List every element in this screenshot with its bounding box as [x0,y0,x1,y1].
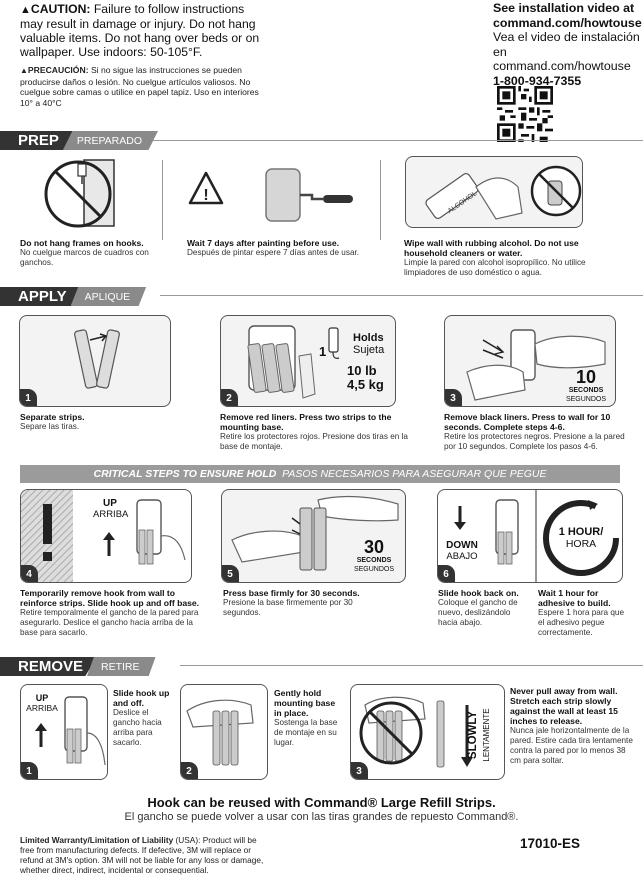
step-number: 1 [20,389,37,406]
prep-col-divider-1 [162,160,163,240]
prep-section-header: PREP PREPARADO [0,131,159,150]
press-to-wall-icon [466,329,606,401]
prep-divider [150,140,643,141]
remove-title: REMOVE [0,657,98,676]
no-pull-icon [359,701,423,765]
step-number: 2 [181,762,198,779]
remove-up-label: UP ARRIBA [26,693,58,713]
critical-caption-4: Temporarily remove hook from wall to rei… [20,588,200,637]
step-number: 5 [222,565,239,582]
warning-triangle-icon: ▲ [20,66,28,75]
phone-number: 1-800-934-7355 [493,73,582,88]
prep-caption-1: Do not hang frames on hooks. No cuelgue … [20,238,149,267]
apply-step-3-panel: 10 SECONDS SEGUNDOS 3 [444,315,616,407]
critical-step-6-panel: DOWN ABAJO 1 HOUR/ HORA 6 [437,489,623,583]
warning-triangle-icon: ▲ [20,4,31,16]
arrow-down-icon [454,522,466,530]
no-frames-icon [44,159,115,228]
caution-block: ▲CAUTION: Failure to follow instructions… [20,2,270,108]
press-base-icon [231,495,399,571]
remove-step-2-panel: 2 [180,684,268,780]
prep-alcohol-illustration: ALCOHOL [405,156,583,228]
weight-label: 10 lb 4,5 kg [347,363,384,392]
step-number: 6 [438,565,455,582]
apply-section-header: APPLY APLIQUE [0,287,147,306]
apply-step-2-panel: 1 Holds Sujeta 10 lb 4,5 kg 2 [220,315,396,407]
slowly-label: SLOWLY LENTAMENTE [467,708,491,762]
critical-caption-5: Press base firmly for 30 seconds. Presio… [223,588,360,617]
separate-strips-icon [74,329,120,389]
prep-subtitle: PREPARADO [62,131,159,150]
hold-base-icon [186,699,254,766]
remove-caption-3: Never pull away from wall. Stretch each … [510,686,633,765]
up-label: UP ARRIBA [93,498,129,520]
step-number: 2 [221,389,238,406]
clock-icon [543,500,619,576]
remove-divider [180,665,643,666]
seconds-30-label: 30 SECONDS SEGUNDOS [353,537,395,573]
remove-subtitle: RETIRE [87,657,156,676]
reuse-note: Hook can be reused with Command® Large R… [124,795,519,823]
arrow-up-icon [35,723,47,731]
critical-caption-6: Slide hook back on. Coloque el gancho de… [438,588,519,627]
video-line-es: Vea el video de instalación [493,30,640,45]
critical-steps-banner: CRITICAL STEPS TO ENSURE HOLD PASOS NECE… [20,465,620,483]
prep-painting-illustration: ! [188,165,358,225]
caution-es: ▲PRECAUCIÓN: Si no sigue las instruccion… [20,65,259,108]
prep-title: PREP [0,131,73,150]
arrow-down-icon [461,757,473,767]
remove-caption-1: Slide hook up and off. Deslice el gancho… [113,688,170,747]
step-number: 1 [21,762,38,779]
remove-step-1-panel: UP ARRIBA 1 [20,684,108,780]
step-number: 3 [445,389,462,406]
prep-caption-3: Wipe wall with rubbing alcohol. Do not u… [404,238,586,277]
video-line-en: See installation video at [493,1,635,15]
remove-section-header: REMOVE RETIRE [0,657,156,676]
svg-text:!: ! [203,187,208,204]
step-number: 4 [21,565,38,582]
remove-caption-2: Gently hold mounting base in place. Sost… [274,688,338,747]
alcohol-wipe-icon: ALCOHOL [425,165,582,220]
exclamation-icon [43,504,52,544]
video-url-en[interactable]: command.com/howtouse [493,15,642,30]
mounting-base-strips-icon [247,325,340,399]
hook-icon [328,327,339,353]
stretch-strip-icon [359,696,473,768]
apply-divider [160,295,643,296]
step-number: 3 [351,762,368,779]
critical-caption-wait: Wait 1 hour for adhesive to build. Esper… [538,588,625,637]
product-code: 17010-ES [520,836,581,851]
apply-subtitle: APLIQUE [70,287,147,306]
holds-count: 1 [319,344,327,359]
remove-step-3-panel: SLOWLY LENTAMENTE 3 [350,684,505,780]
seconds-10-label: 10 SECONDS SEGUNDOS [565,367,607,403]
apply-step-1-panel: 1 [19,315,171,407]
arrow-up-icon [103,532,115,540]
apply-title: APPLY [0,287,81,306]
slide-hook-down-icon [454,490,619,582]
apply-caption-1: Separate strips. Separe las tiras. [20,412,85,431]
critical-step-4-panel: UP ARRIBA 4 [20,489,192,583]
down-label: DOWN ABAJO [446,540,478,562]
apply-caption-3: Remove black liners. Press to wall for 1… [444,412,625,451]
caution-en: ▲CAUTION: Failure to follow instructions… [20,2,260,59]
paint-roller-icon: ! [188,168,353,222]
qr-code-icon [497,86,553,142]
prep-col-divider-2 [380,160,381,240]
apply-caption-2: Remove red liners. Press two strips to t… [220,412,408,451]
video-url-es[interactable]: en command.com/howtouse [493,44,631,74]
prep-no-frames-illustration [40,158,140,230]
holds-label: Holds Sujeta [353,332,385,356]
one-hour-label: 1 HOUR/ HORA [558,526,604,550]
prep-caption-2: Wait 7 days after painting before use. D… [187,238,360,257]
critical-step-5-panel: 30 SECONDS SEGUNDOS 5 [221,489,406,583]
contact-block: See installation video at command.com/ho… [493,1,643,89]
slide-hook-up-icon [35,696,106,766]
warranty-text: Limited Warranty/Limitation of Liability… [20,835,264,875]
